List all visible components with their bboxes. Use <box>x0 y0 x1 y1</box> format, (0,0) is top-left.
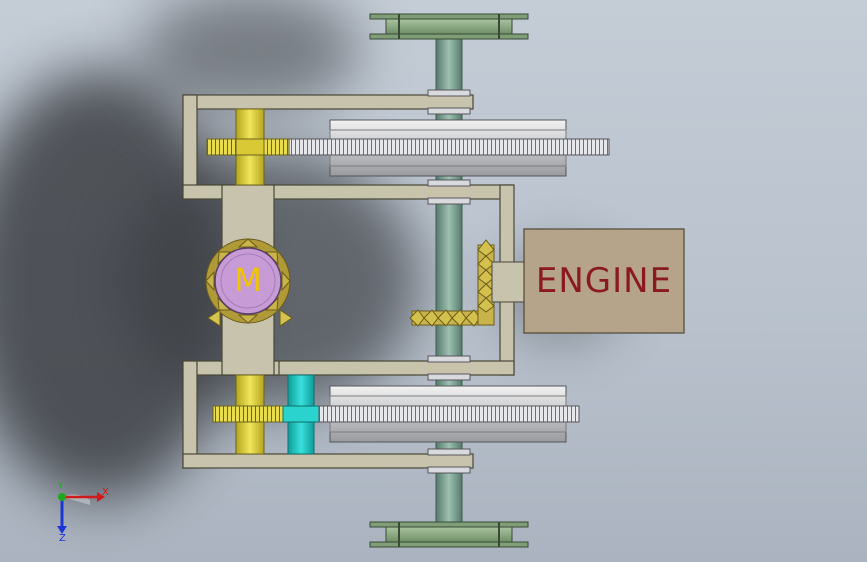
motor-bevel-teeth <box>207 309 293 327</box>
output-shaft[interactable] <box>435 37 463 527</box>
motor[interactable] <box>214 247 282 315</box>
axis-x-label: X <box>102 487 109 498</box>
vertical-bevel-gear[interactable] <box>477 239 495 326</box>
bottom-sprocket[interactable] <box>369 521 529 548</box>
lower-gear-train[interactable] <box>212 385 580 443</box>
axis-z-label: Z <box>59 533 66 544</box>
engine-shaft[interactable] <box>491 261 525 303</box>
axis-triad-icon <box>57 492 105 534</box>
axis-y-label: Y <box>58 481 63 490</box>
upper-gear-train[interactable] <box>206 119 610 177</box>
shaft-collars <box>427 89 471 474</box>
engine-block[interactable] <box>523 228 685 334</box>
background-shadow-top <box>140 0 360 110</box>
top-sprocket[interactable] <box>369 13 529 40</box>
